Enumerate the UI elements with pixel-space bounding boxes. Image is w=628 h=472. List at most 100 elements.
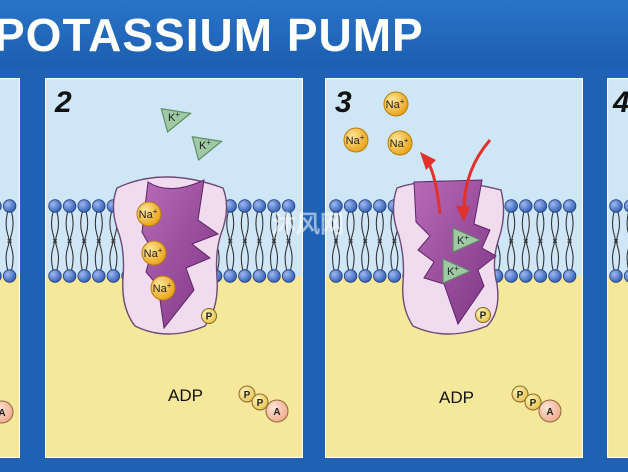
phosphate-label: P bbox=[206, 312, 213, 323]
adp-phosphate-chain: PPA bbox=[511, 385, 562, 423]
chain-phosphate-circle bbox=[524, 393, 542, 411]
panel: 4 bbox=[607, 78, 628, 458]
lipid-bilayer bbox=[609, 199, 628, 283]
lipid-tail bbox=[507, 239, 512, 271]
lipid-head bbox=[609, 269, 623, 283]
potassium-ion: K+ bbox=[191, 136, 223, 162]
sodium-ion-circle bbox=[343, 127, 369, 153]
adp-phosphate-chain: PPA bbox=[238, 385, 289, 423]
panel-1-adenosine: A bbox=[0, 400, 14, 424]
lipid-tail bbox=[350, 239, 355, 271]
sodium-ion-circle bbox=[387, 130, 413, 156]
potassium-ion-label: K+ bbox=[457, 233, 469, 247]
influx-arrow bbox=[462, 139, 492, 211]
lipid-head bbox=[252, 199, 267, 213]
lipid-head bbox=[343, 269, 358, 283]
lipid-tail bbox=[5, 239, 10, 271]
lipid-tail bbox=[611, 239, 617, 271]
diagram-title: POTASSIUM PUMP bbox=[0, 9, 424, 61]
lipid-tail bbox=[9, 239, 14, 271]
potassium-ion-triangle bbox=[452, 227, 482, 253]
influx-arrowhead bbox=[456, 206, 470, 222]
lipid-tail bbox=[109, 239, 114, 271]
lipid-head bbox=[281, 269, 296, 283]
sodium-ion-label: Na+ bbox=[346, 133, 365, 147]
lipid-tail bbox=[240, 239, 245, 271]
efflux-arrowhead bbox=[420, 152, 436, 170]
chain-phosphate-label: P bbox=[530, 398, 537, 409]
lipid-tail bbox=[554, 239, 560, 271]
lipid-bilayer bbox=[0, 199, 17, 283]
sodium-ion: Na+ bbox=[383, 91, 409, 117]
lipid-head bbox=[548, 269, 562, 283]
chain-phosphate-label: P bbox=[517, 390, 524, 401]
lipid-head bbox=[373, 269, 387, 283]
potassium-ion: K+ bbox=[160, 108, 192, 134]
sodium-ion-circle bbox=[136, 201, 162, 227]
molecule-label-adp: ADP bbox=[439, 388, 474, 407]
lipid-tail bbox=[230, 239, 235, 271]
lipid-head bbox=[0, 201, 2, 211]
lipid-head bbox=[267, 269, 281, 283]
lipid-tail bbox=[540, 239, 545, 271]
lipid-tail bbox=[365, 239, 370, 271]
phosphate-circle bbox=[201, 308, 217, 324]
chain-phosphate-circle bbox=[238, 385, 256, 403]
potassium-ion: K+ bbox=[442, 258, 472, 284]
lipid-tail bbox=[335, 239, 341, 271]
watermark: 沐风网 bbox=[272, 210, 344, 238]
intracellular-space bbox=[0, 276, 20, 458]
lipid-head bbox=[562, 269, 577, 283]
phosphate-group: P bbox=[475, 307, 491, 323]
lipid-tail bbox=[394, 239, 399, 271]
lipid-head bbox=[533, 199, 548, 213]
lipid-tail bbox=[255, 239, 260, 271]
lipid-tail bbox=[626, 248, 628, 270]
potassium-ion-label: K+ bbox=[447, 264, 459, 278]
chain-adenosine-circle bbox=[265, 399, 289, 423]
lipid-head bbox=[519, 269, 533, 283]
lipid-head bbox=[77, 269, 91, 283]
lipid-tail bbox=[525, 239, 530, 271]
lipid-tail bbox=[626, 212, 628, 234]
chain-adenosine-circle bbox=[538, 399, 562, 423]
lipid-tail bbox=[550, 239, 556, 271]
lipid-tail bbox=[226, 239, 231, 271]
lipid-tail bbox=[361, 239, 366, 271]
panel-number: 2 bbox=[54, 86, 72, 119]
lipid-tail bbox=[113, 239, 118, 271]
lipid-tail bbox=[54, 239, 60, 271]
sodium-ion-label: Na+ bbox=[386, 97, 405, 111]
lipid-head bbox=[519, 199, 533, 213]
lipid-head bbox=[504, 269, 518, 283]
potassium-ion-label: K+ bbox=[199, 138, 211, 152]
lipid-head bbox=[77, 199, 91, 213]
lipid-head bbox=[92, 199, 106, 213]
lipid-tail bbox=[65, 239, 70, 271]
potassium-ion: K+ bbox=[452, 227, 482, 253]
phosphate-group: P bbox=[201, 308, 217, 324]
lipid-head bbox=[562, 199, 577, 213]
lipid-tail bbox=[331, 239, 337, 271]
phosphate-circle bbox=[475, 307, 491, 323]
lipid-tail bbox=[536, 239, 541, 271]
lipid-head bbox=[267, 199, 281, 213]
lipid-head bbox=[387, 269, 402, 283]
chain-phosphate-label: P bbox=[257, 398, 264, 409]
lipid-tail bbox=[569, 239, 574, 271]
lipid-head bbox=[0, 271, 2, 281]
lipid-tail bbox=[390, 239, 395, 271]
lipid-tail bbox=[50, 239, 56, 271]
lipid-head bbox=[2, 199, 17, 213]
lipid-tail bbox=[80, 239, 85, 271]
lipid-head bbox=[358, 269, 372, 283]
sodium-ion-circle bbox=[150, 275, 176, 301]
pump-channel bbox=[413, 179, 497, 326]
lipid-tail bbox=[521, 239, 526, 271]
lipid-head bbox=[62, 269, 77, 283]
potassium-ion-triangle bbox=[160, 108, 192, 134]
chain-adenosine-label: A bbox=[546, 407, 553, 418]
